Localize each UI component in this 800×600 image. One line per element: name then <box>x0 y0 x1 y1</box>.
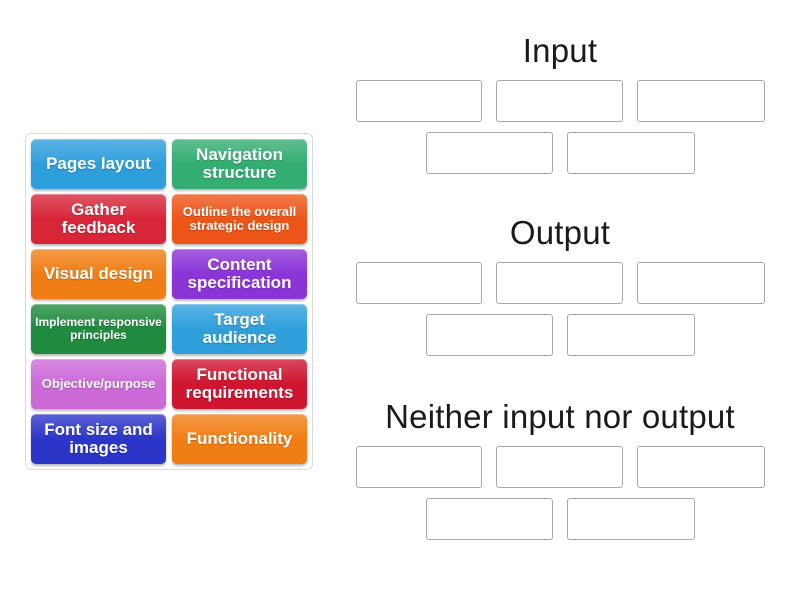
group-title: Output <box>509 214 611 251</box>
drop-zone[interactable] <box>636 80 765 122</box>
drop-zone[interactable] <box>355 262 482 304</box>
draggable-tile[interactable]: Functional requirements <box>172 359 307 409</box>
draggable-tile[interactable]: Content specification <box>172 249 307 299</box>
drop-zone[interactable] <box>425 498 553 540</box>
tile-label: Navigation structure <box>196 144 283 182</box>
drop-zone[interactable] <box>355 446 482 488</box>
tile-tray: Pages layout Navigation structure Gather… <box>25 133 313 470</box>
drop-zone-row <box>340 498 780 540</box>
drop-zone[interactable] <box>495 80 623 122</box>
tile-label: Outline the overall strategic design <box>182 203 297 233</box>
draggable-tile[interactable]: Visual design <box>31 249 166 299</box>
tile-label: Target audience <box>202 309 277 347</box>
drop-zone[interactable] <box>566 498 695 540</box>
draggable-tile[interactable]: Functionality <box>172 414 307 464</box>
tile-label: Gather feedback <box>61 199 136 237</box>
drop-zone[interactable] <box>566 314 695 356</box>
draggable-tile[interactable]: Implement responsive principles <box>31 304 166 354</box>
group-neither: Neither input nor output <box>340 398 780 540</box>
drop-zone[interactable] <box>425 132 553 174</box>
drop-zone[interactable] <box>425 314 553 356</box>
tile-label: Objective/purpose <box>41 375 156 391</box>
tile-label: Content specification <box>187 254 292 292</box>
draggable-tile[interactable]: Objective/purpose <box>31 359 166 409</box>
drop-zone[interactable] <box>355 80 482 122</box>
drop-zone[interactable] <box>495 446 623 488</box>
tile-label: Functionality <box>186 428 293 448</box>
group-output: Output <box>340 214 780 356</box>
drop-zone[interactable] <box>495 262 623 304</box>
drop-zone-row <box>340 262 780 304</box>
tile-label: Functional requirements <box>185 364 294 402</box>
draggable-tile[interactable]: Font size and images <box>31 414 166 464</box>
group-input: Input <box>340 32 780 174</box>
group-title: Neither input nor output <box>385 398 735 435</box>
draggable-tile[interactable]: Gather feedback <box>31 194 166 244</box>
draggable-tile[interactable]: Outline the overall strategic design <box>172 194 307 244</box>
tile-grid: Pages layout Navigation structure Gather… <box>31 139 307 464</box>
drop-zone[interactable] <box>636 262 765 304</box>
drop-zone-row <box>340 80 780 122</box>
draggable-tile[interactable]: Pages layout <box>31 139 166 189</box>
drop-zone-row <box>340 446 780 488</box>
tile-label: Pages layout <box>46 153 151 173</box>
tile-label: Visual design <box>43 263 154 283</box>
group-title: Input <box>522 32 598 69</box>
drop-zone[interactable] <box>566 132 695 174</box>
tile-label: Implement responsive principles <box>35 315 162 342</box>
drop-zone-row <box>340 314 780 356</box>
draggable-tile[interactable]: Target audience <box>172 304 307 354</box>
draggable-tile[interactable]: Navigation structure <box>172 139 307 189</box>
drop-zone-row <box>340 132 780 174</box>
drop-zone[interactable] <box>636 446 765 488</box>
tile-label: Font size and images <box>44 419 153 457</box>
